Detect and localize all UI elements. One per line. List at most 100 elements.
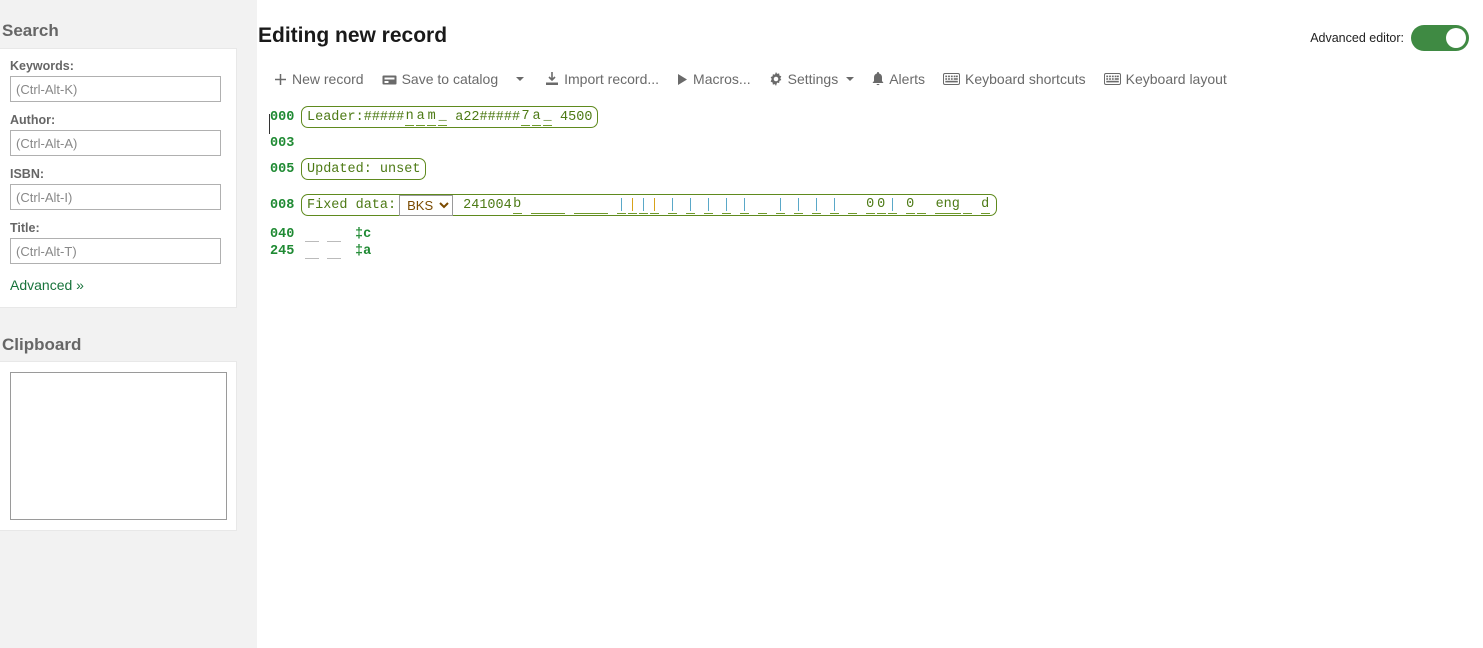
subfield-code[interactable]: ‡c: [355, 227, 372, 242]
clipboard-panel: [0, 361, 237, 531]
contents-code-3[interactable]: [811, 197, 821, 214]
import-record-label: Import record...: [564, 71, 660, 87]
place-code-2[interactable]: [627, 197, 637, 214]
search-input-author[interactable]: [10, 130, 221, 156]
marc-row[interactable]: 005 Updated: unset: [265, 156, 1475, 182]
leader-label: Leader:: [307, 109, 364, 125]
advanced-editor-toggle[interactable]: [1411, 25, 1469, 51]
leader-seg-7[interactable]: [532, 108, 542, 126]
bell-icon: [872, 72, 884, 86]
chevron-down-icon: [846, 77, 855, 81]
macros-label: Macros...: [693, 71, 751, 87]
marc-record-editor[interactable]: 000 Leader:#####a22#####4500 003 005 Upd…: [265, 104, 1475, 642]
marc-tag: 008: [270, 197, 295, 213]
marc-row[interactable]: 000 Leader:#####a22#####4500: [265, 104, 1475, 130]
marc-row[interactable]: 008 Fixed data: BKS 241004: [265, 192, 1475, 218]
marc-tag: 005: [270, 161, 295, 177]
new-record-button[interactable]: New record: [265, 66, 373, 92]
keyboard-shortcuts-button[interactable]: Keyboard shortcuts: [934, 66, 1095, 92]
save-to-catalog-label: Save to catalog: [401, 71, 499, 87]
subfield-code[interactable]: ‡a: [355, 244, 372, 259]
sidebar: Search Keywords: Author: ISBN: Title: Ad…: [0, 0, 257, 648]
clipboard-heading: Clipboard: [2, 335, 82, 354]
keyboard-layout-button[interactable]: Keyboard layout: [1095, 66, 1236, 92]
keywords-label: Keywords:: [10, 59, 74, 73]
alerts-button[interactable]: Alerts: [863, 66, 934, 92]
leader-seg-9: 4500: [560, 109, 593, 125]
search-heading: Search: [2, 21, 59, 40]
date-entered: 241004: [463, 197, 512, 213]
literary-form-input[interactable]: [905, 196, 915, 214]
marc-tag: 000: [270, 109, 295, 125]
form-item-code[interactable]: [739, 197, 749, 214]
index-code[interactable]: [887, 197, 897, 214]
marc-tag: 245: [270, 244, 295, 259]
festschrift-input[interactable]: [876, 196, 886, 214]
indicator1-input[interactable]: [305, 244, 319, 259]
leader-seg-8[interactable]: [543, 108, 553, 126]
indicator1-input[interactable]: [305, 227, 319, 242]
import-icon: [545, 72, 559, 86]
macros-button[interactable]: Macros...: [668, 66, 760, 92]
date-type-input[interactable]: [512, 196, 522, 214]
search-panel: Keywords: Author: ISBN: Title: Advanced …: [0, 48, 237, 308]
date2-input[interactable]: [573, 196, 608, 214]
conf-pub-input[interactable]: [865, 196, 875, 214]
import-record-button[interactable]: Import record...: [536, 66, 668, 92]
place-code-3[interactable]: [638, 197, 648, 214]
contents-code-2[interactable]: [793, 197, 803, 214]
cataloging-source-input[interactable]: [980, 196, 990, 214]
govt-pub-blank[interactable]: [847, 197, 857, 214]
search-input-title[interactable]: [10, 238, 221, 264]
search-input-keywords[interactable]: [10, 76, 221, 102]
keyboard-shortcuts-label: Keyboard shortcuts: [965, 71, 1086, 87]
language-input[interactable]: [934, 196, 961, 214]
contents-code-1[interactable]: [775, 197, 785, 214]
leader-seg-3[interactable]: [427, 108, 437, 126]
main-content: Editing new record Advanced editor: New …: [257, 0, 1483, 648]
title-label: Title:: [10, 221, 40, 235]
indicator2-input[interactable]: [327, 227, 341, 242]
leader-seg-5: a22#####: [455, 109, 521, 125]
alerts-label: Alerts: [889, 71, 925, 87]
fixed-data-field[interactable]: Fixed data: BKS 241004: [301, 194, 997, 216]
leader-seg-6[interactable]: [521, 108, 531, 126]
settings-button[interactable]: Settings: [760, 66, 864, 92]
indicator2-input[interactable]: [327, 244, 341, 259]
marc-row[interactable]: 003: [265, 130, 1475, 156]
search-input-isbn[interactable]: [10, 184, 221, 210]
save-options-dropdown-button[interactable]: [507, 66, 536, 92]
advanced-search-link[interactable]: Advanced »: [10, 277, 84, 293]
new-record-label: New record: [292, 71, 364, 87]
illus-code-2[interactable]: [667, 197, 677, 214]
clipboard-textarea[interactable]: [10, 372, 227, 520]
illus-code-3[interactable]: [685, 197, 695, 214]
updated-field[interactable]: Updated: unset: [301, 158, 427, 180]
contents-code-4[interactable]: [829, 197, 839, 214]
place-code-1[interactable]: [616, 197, 626, 214]
illus-code-4[interactable]: [703, 197, 713, 214]
audience-code[interactable]: [721, 197, 731, 214]
gear-icon: [769, 72, 783, 86]
keyboard-layout-label: Keyboard layout: [1125, 71, 1227, 87]
save-to-catalog-button[interactable]: Save to catalog: [373, 66, 508, 92]
chevron-down-icon: [516, 77, 525, 81]
leader-seg-2[interactable]: [416, 108, 426, 126]
fixed-data-label: Fixed data:: [307, 197, 397, 213]
nature-contents-blank[interactable]: [757, 197, 767, 214]
modified-record-blank[interactable]: [962, 197, 972, 214]
leader-seg-1[interactable]: [405, 108, 415, 126]
keyboard-icon: [943, 73, 960, 85]
illus-code-1[interactable]: [649, 197, 659, 214]
leader-field[interactable]: Leader:#####a22#####4500: [301, 106, 599, 128]
marc-row[interactable]: 245 ‡a: [265, 243, 1475, 260]
plus-icon: [274, 73, 287, 86]
leader-seg-4[interactable]: [438, 108, 448, 126]
play-icon: [677, 73, 688, 86]
editor-toolbar: New record Save to catalog: [265, 66, 1236, 92]
page-title: Editing new record: [258, 24, 448, 47]
material-type-select[interactable]: BKS: [399, 194, 454, 216]
marc-row[interactable]: 040 ‡c: [265, 226, 1475, 243]
biography-blank[interactable]: [916, 197, 926, 214]
date1-input[interactable]: [530, 196, 565, 214]
